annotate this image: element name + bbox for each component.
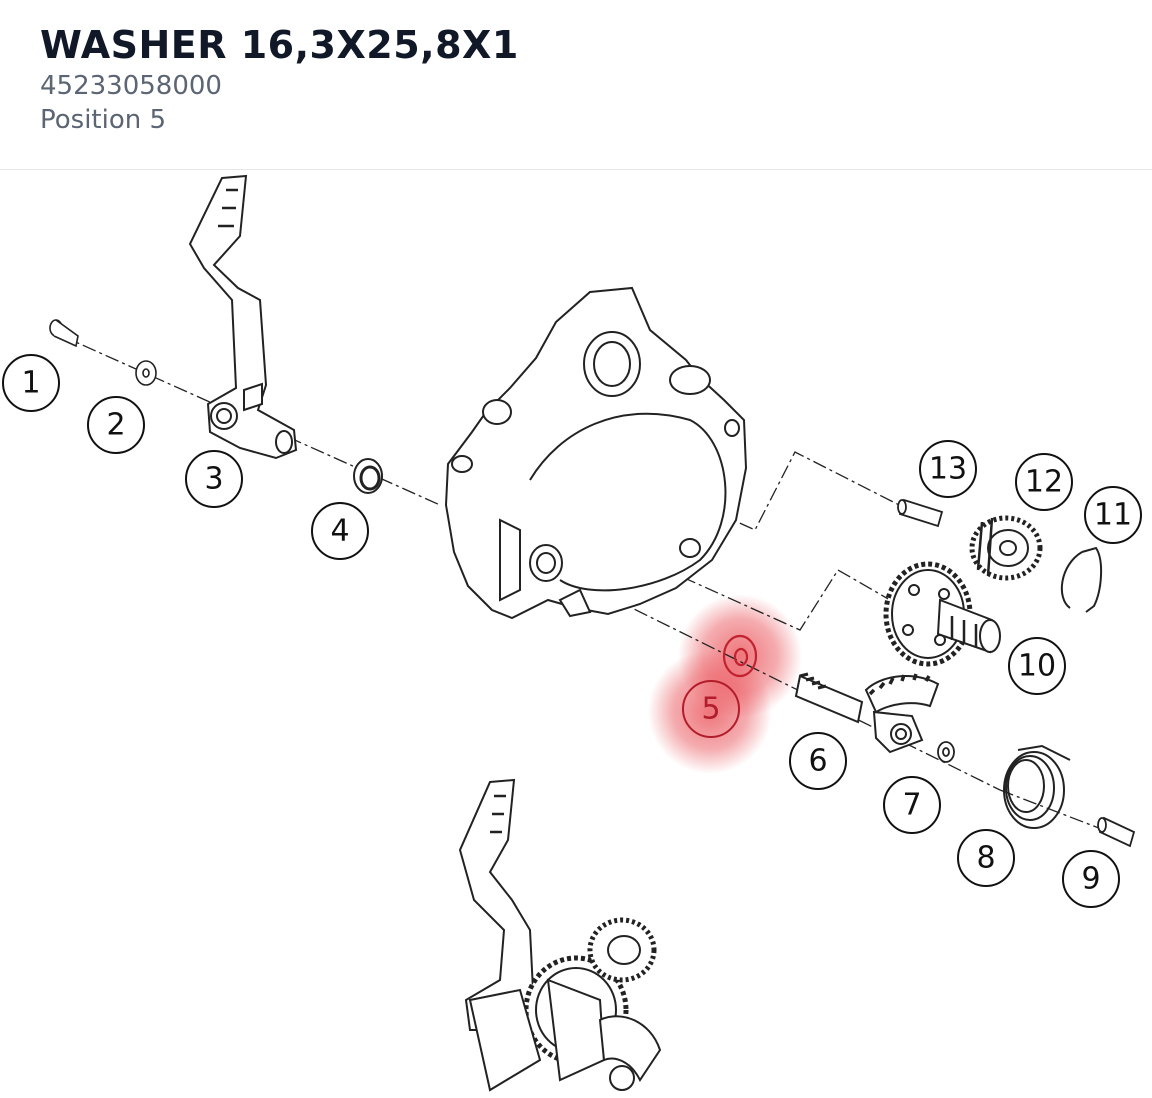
part-title: WASHER 16,3X25,8X1 xyxy=(40,23,519,67)
exploded-parts-diagram: 1 2 3 4 5 6 7 8 xyxy=(0,171,1152,1098)
callout-9[interactable]: 9 xyxy=(1062,850,1120,908)
callout-11[interactable]: 11 xyxy=(1084,486,1142,544)
callout-6[interactable]: 6 xyxy=(789,732,847,790)
spring-part xyxy=(1003,744,1071,829)
kick-lever-part xyxy=(188,174,298,460)
intermediate-gear-part xyxy=(883,561,1001,667)
callout-bubbles: 1 2 3 4 5 6 7 8 xyxy=(2,354,1142,908)
svg-text:4: 4 xyxy=(330,514,349,549)
svg-text:7: 7 xyxy=(902,788,921,823)
callout-10[interactable]: 10 xyxy=(1008,637,1066,695)
callout-3[interactable]: 3 xyxy=(185,450,243,508)
svg-text:10: 10 xyxy=(1018,649,1056,684)
svg-text:9: 9 xyxy=(1081,862,1100,897)
kickstarter-shaft-part xyxy=(794,672,940,754)
diagram-canvas: 1 2 3 4 5 6 7 8 xyxy=(2,174,1142,1092)
callout-13[interactable]: 13 xyxy=(919,440,977,498)
washer-part-5[interactable] xyxy=(722,634,758,678)
part-header: WASHER 16,3X25,8X1 45233058000 Position … xyxy=(0,0,1152,170)
idler-gear-part xyxy=(969,515,1043,581)
callout-4[interactable]: 4 xyxy=(311,502,369,560)
bolt-part xyxy=(49,319,79,348)
svg-text:5: 5 xyxy=(701,692,720,727)
pin-part-13 xyxy=(897,498,944,528)
selected-part-highlight xyxy=(648,594,802,774)
svg-text:13: 13 xyxy=(929,452,967,487)
callout-5[interactable]: 5 xyxy=(682,680,740,738)
callout-1[interactable]: 1 xyxy=(2,354,60,412)
svg-text:1: 1 xyxy=(21,366,40,401)
callout-8[interactable]: 8 xyxy=(957,829,1015,887)
svg-text:2: 2 xyxy=(106,408,125,443)
washer-part-7 xyxy=(937,741,955,763)
washer-part-2 xyxy=(135,360,157,386)
svg-text:8: 8 xyxy=(976,841,995,876)
callout-2[interactable]: 2 xyxy=(87,396,145,454)
part-number: 45233058000 xyxy=(40,71,222,101)
circlip-part xyxy=(1061,546,1102,613)
clutch-cover-part xyxy=(444,286,748,620)
callout-12[interactable]: 12 xyxy=(1015,453,1073,511)
svg-text:12: 12 xyxy=(1025,465,1063,500)
pin-part-9 xyxy=(1097,816,1136,848)
svg-text:11: 11 xyxy=(1094,498,1132,533)
svg-text:6: 6 xyxy=(808,744,827,779)
assembly-overview-part xyxy=(458,778,662,1092)
seal-part xyxy=(353,458,383,494)
part-position: Position 5 xyxy=(40,105,167,135)
svg-text:3: 3 xyxy=(204,462,223,497)
callout-7[interactable]: 7 xyxy=(883,776,941,834)
